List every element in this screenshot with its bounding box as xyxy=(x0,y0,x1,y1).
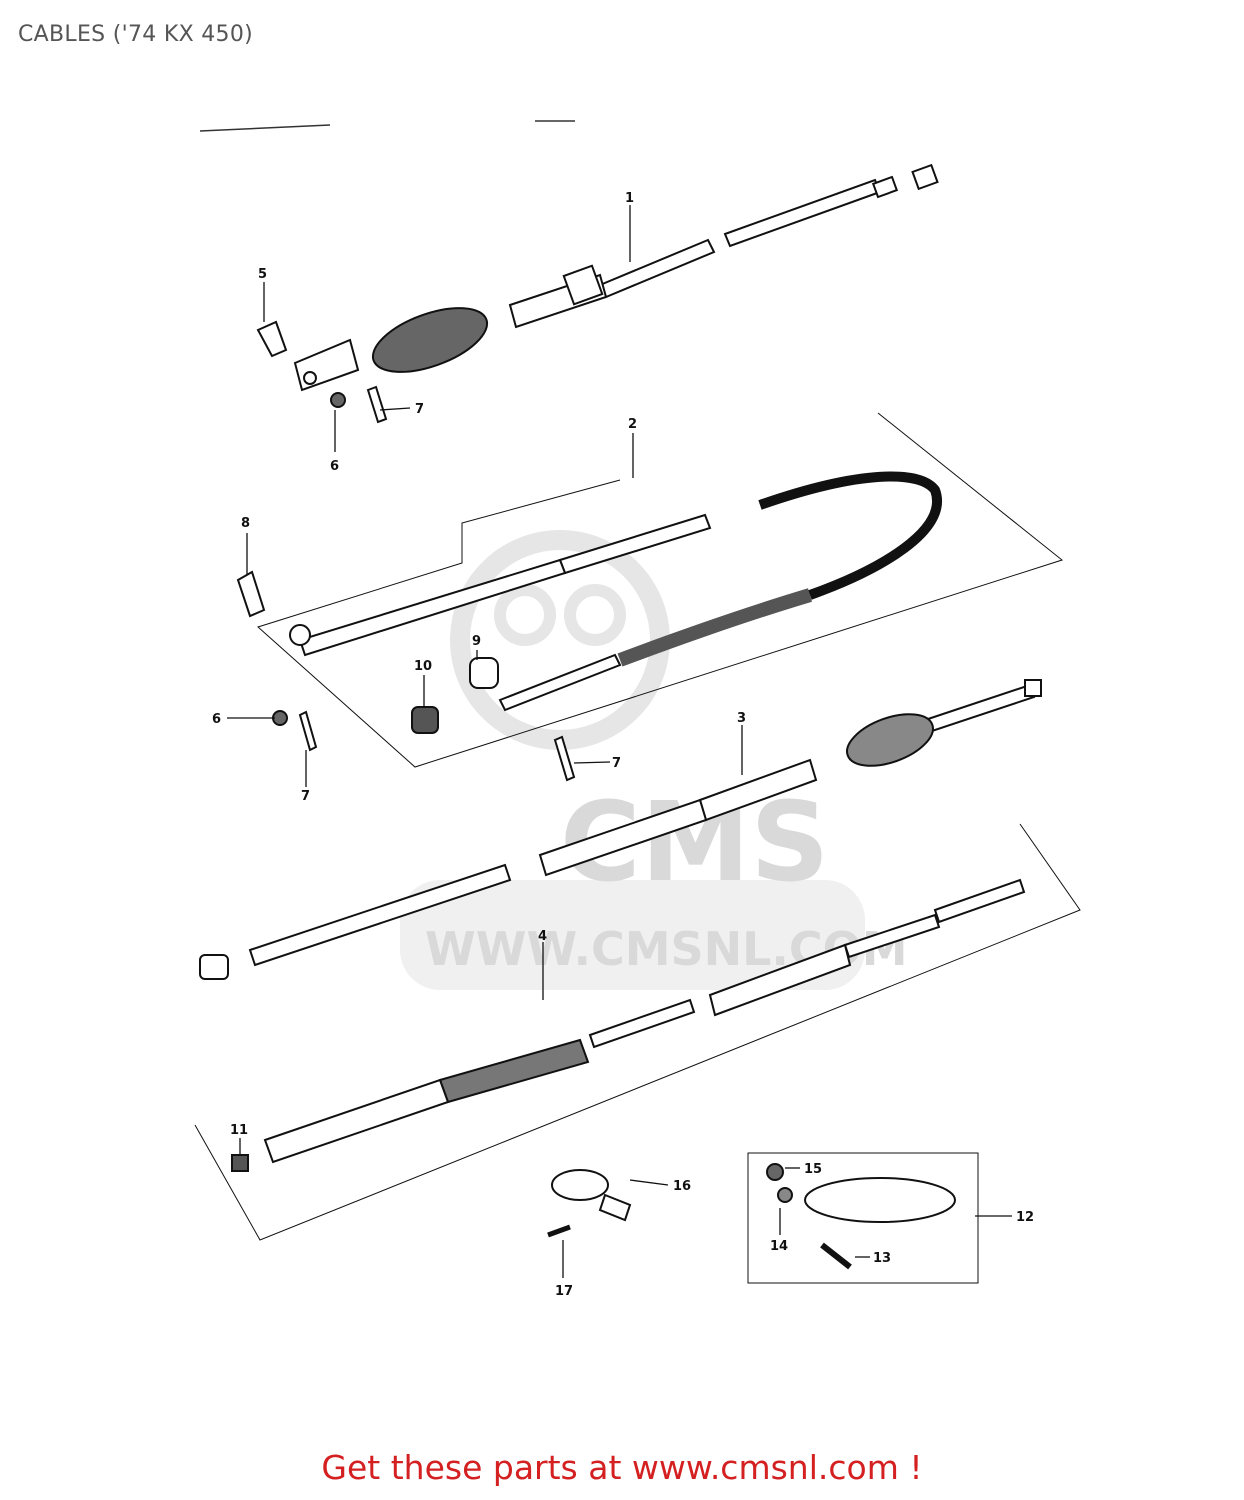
callout-1: 1 xyxy=(625,191,634,206)
callout-7a: 7 xyxy=(415,402,424,417)
callout-13: 13 xyxy=(873,1251,891,1266)
callout-5: 5 xyxy=(258,267,267,282)
callout-labels: 1 2 3 4 5 6 6 7 7 7 8 9 10 11 12 13 14 1… xyxy=(212,191,1034,1299)
callout-17: 17 xyxy=(555,1284,573,1299)
callout-3: 3 xyxy=(737,711,746,726)
footer-link[interactable]: Get these parts at www.cmsnl.com ! xyxy=(321,1448,923,1487)
parts-diagram: CMS WWW.CMSNL.COM xyxy=(194,120,1081,1299)
callout-7b: 7 xyxy=(301,789,310,804)
leader-lines xyxy=(227,205,1012,1278)
callout-6b: 6 xyxy=(212,712,221,727)
callout-11: 11 xyxy=(230,1123,248,1138)
watermark: CMS WWW.CMSNL.COM xyxy=(400,530,908,990)
clamp-parts xyxy=(547,1163,956,1270)
callout-16: 16 xyxy=(673,1179,691,1194)
page-title: CABLES ('74 KX 450) xyxy=(18,22,254,47)
callout-15: 15 xyxy=(804,1162,822,1177)
callout-14: 14 xyxy=(770,1239,788,1254)
cable-4 xyxy=(231,878,1026,1172)
callout-10: 10 xyxy=(414,659,432,674)
group-outlines xyxy=(194,412,1081,1284)
cable-1 xyxy=(256,163,939,424)
callout-12: 12 xyxy=(1016,1210,1034,1225)
cable-2 xyxy=(236,471,942,782)
callout-7c: 7 xyxy=(612,756,621,771)
callout-8: 8 xyxy=(241,516,250,531)
callout-6a: 6 xyxy=(330,459,339,474)
callout-4: 4 xyxy=(538,929,547,944)
stray-marks xyxy=(199,120,575,132)
callout-9: 9 xyxy=(472,634,481,649)
callout-2: 2 xyxy=(628,417,637,432)
cable-3 xyxy=(199,679,1042,980)
